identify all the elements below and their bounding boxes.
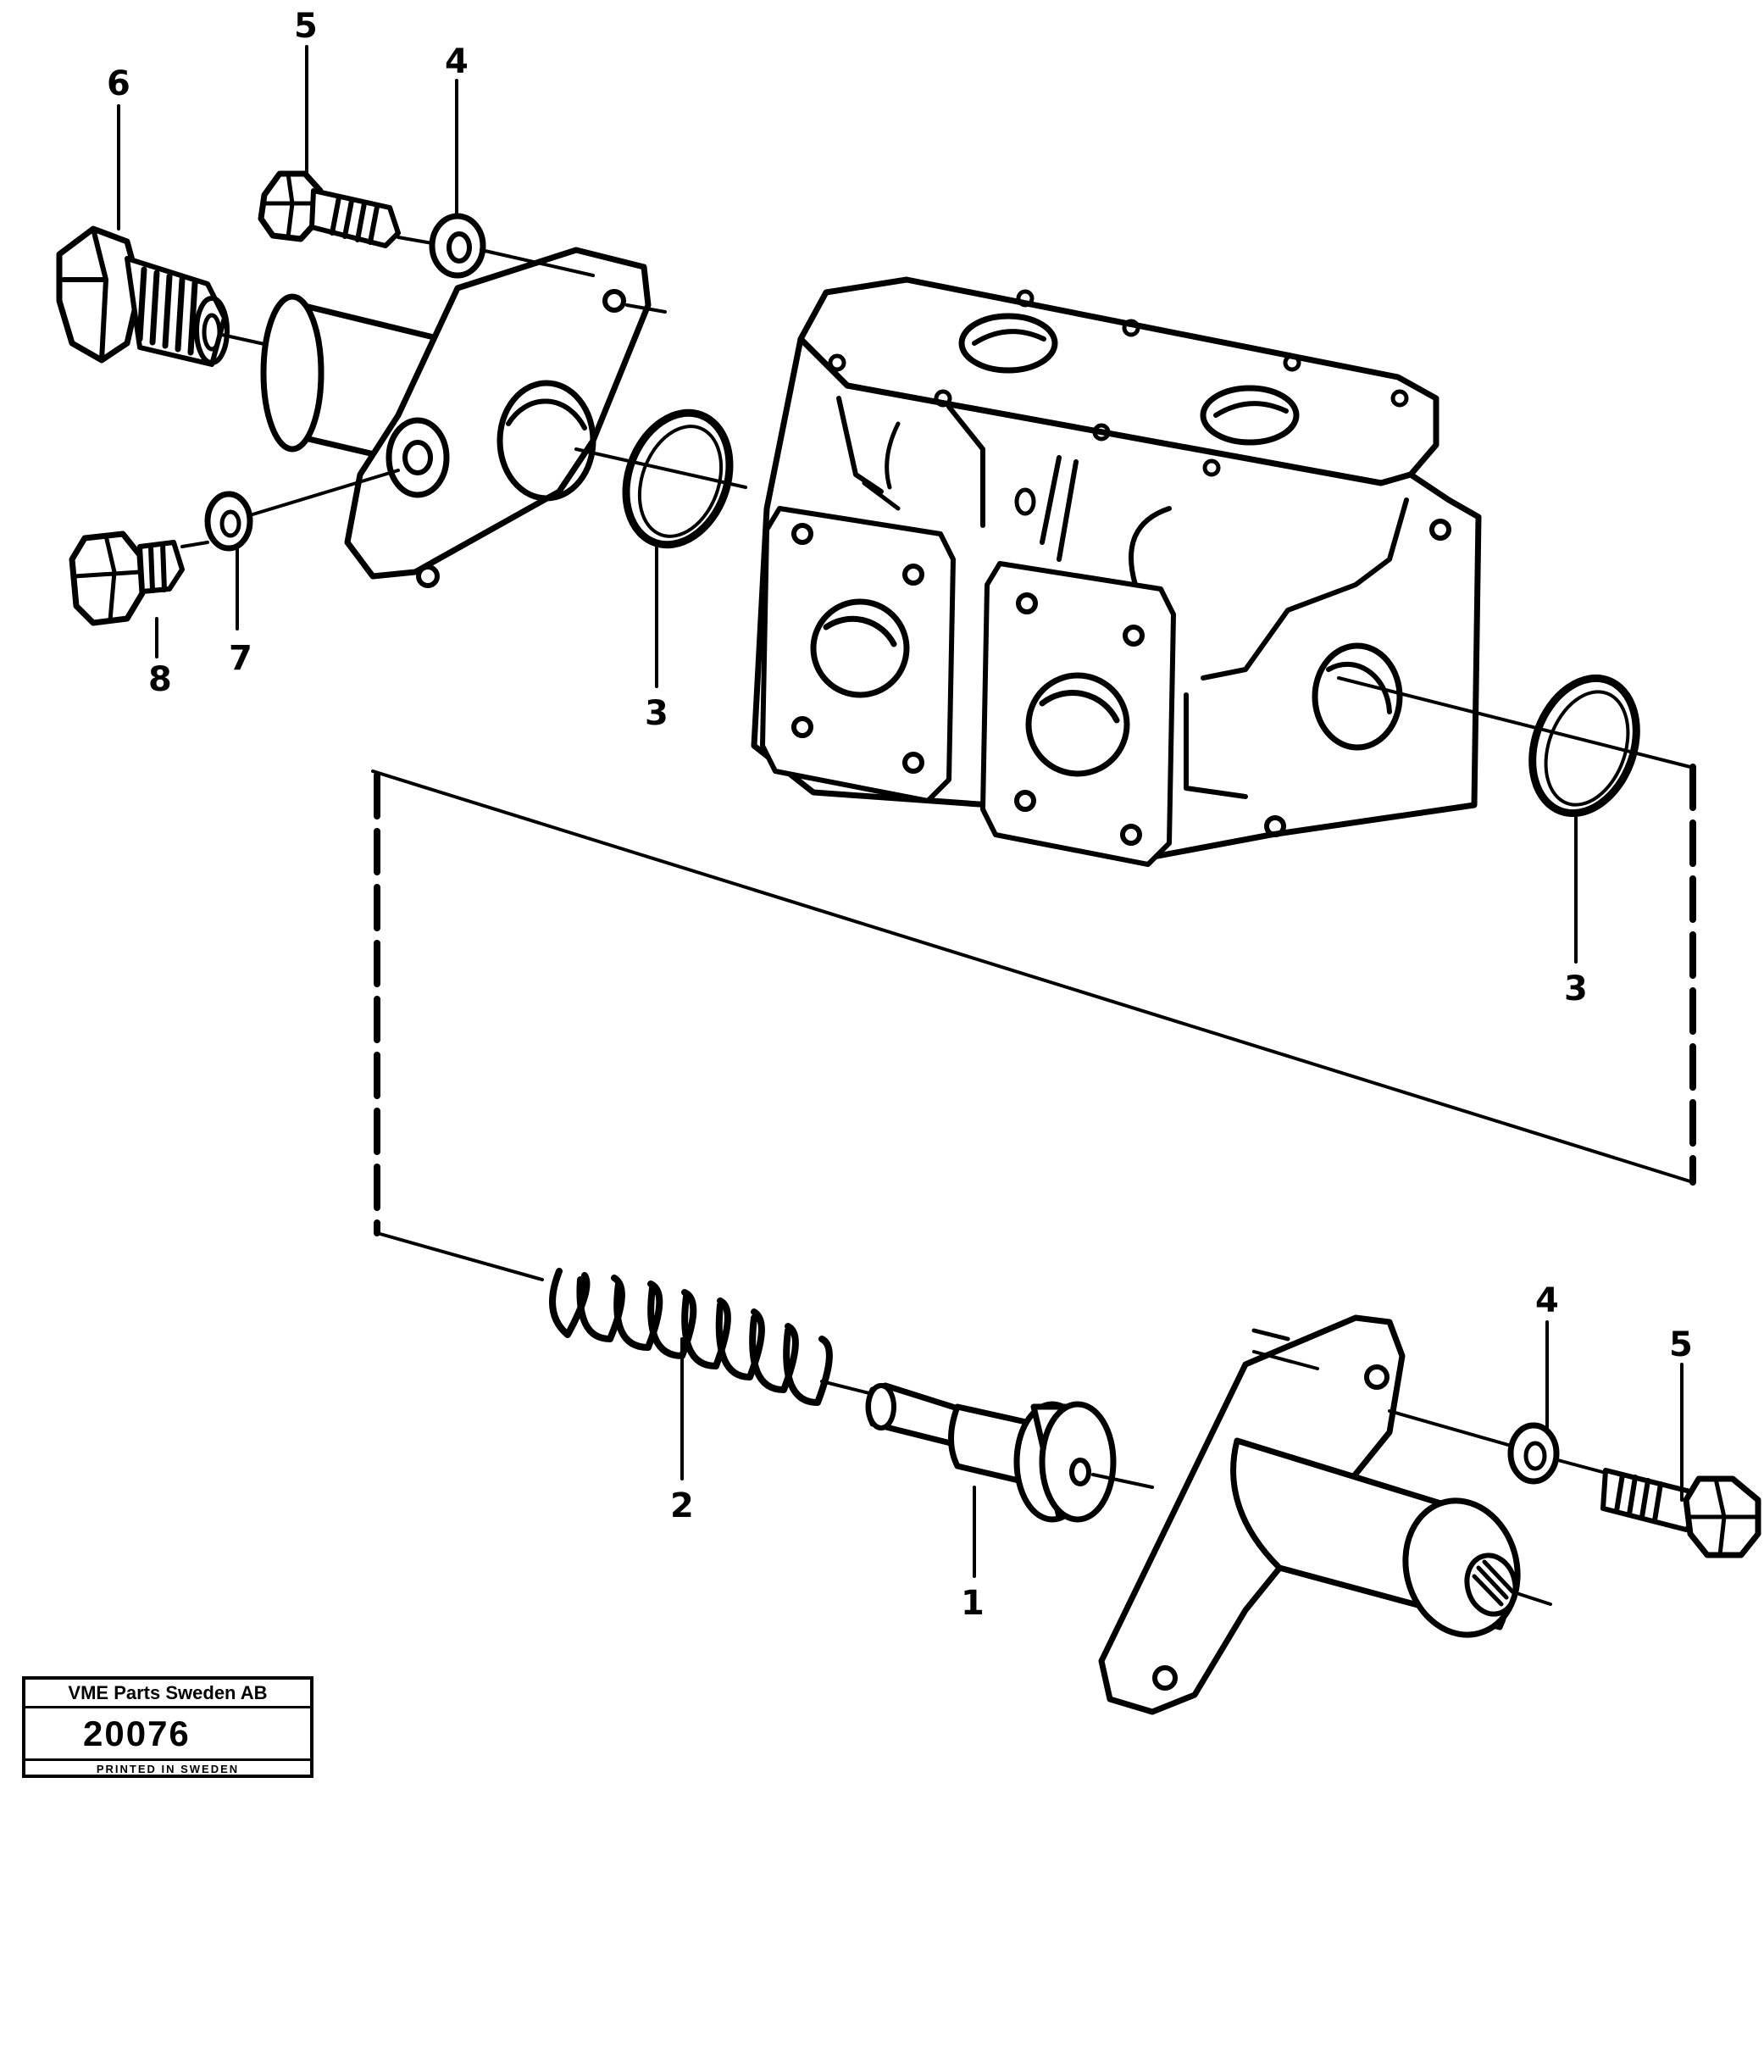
valve-housing [751, 276, 1482, 867]
callout-8: 8 [148, 660, 172, 699]
callout-5-top: 5 [294, 7, 318, 46]
callout-5-bottom: 5 [1669, 1325, 1693, 1364]
callout-4-bottom: 4 [1535, 1281, 1559, 1320]
bolt-part-5-bottom [1600, 1468, 1761, 1558]
spring-part-2 [549, 1268, 833, 1406]
callout-2: 2 [670, 1486, 694, 1525]
callout-4-top: 4 [445, 42, 469, 81]
callout-6: 6 [107, 64, 130, 103]
valve-cover-top [260, 247, 652, 588]
bolt-part-8 [69, 530, 185, 626]
washer-part-7 [204, 491, 253, 552]
callout-labels: 5 4 6 8 7 3 3 2 1 4 5 [107, 7, 1693, 1623]
bolt-part-5-top [258, 170, 401, 248]
leader-lines [117, 45, 1684, 1578]
assembly-dashed-frame [371, 764, 1696, 1281]
company-name: VME Parts Sweden AB [25, 1680, 310, 1708]
washer-part-4-bottom [1507, 1422, 1560, 1485]
callout-3-left: 3 [645, 694, 668, 733]
callout-1: 1 [961, 1584, 985, 1623]
washer-part-4-top [429, 213, 486, 279]
drawing-number: 20076 [25, 1708, 310, 1761]
title-block: VME Parts Sweden AB 20076 PRINTED IN SWE… [22, 1676, 313, 1778]
o-ring-part-3-right [1528, 674, 1640, 818]
plug-part-6 [56, 225, 230, 367]
o-ring-part-3-left [622, 408, 734, 549]
printed-note: PRINTED IN SWEDEN [96, 1763, 240, 1775]
callout-3-right: 3 [1564, 969, 1588, 1008]
callout-7: 7 [229, 639, 252, 678]
piston-part-1 [865, 1382, 1117, 1523]
valve-cover-bottom [1098, 1314, 1521, 1715]
